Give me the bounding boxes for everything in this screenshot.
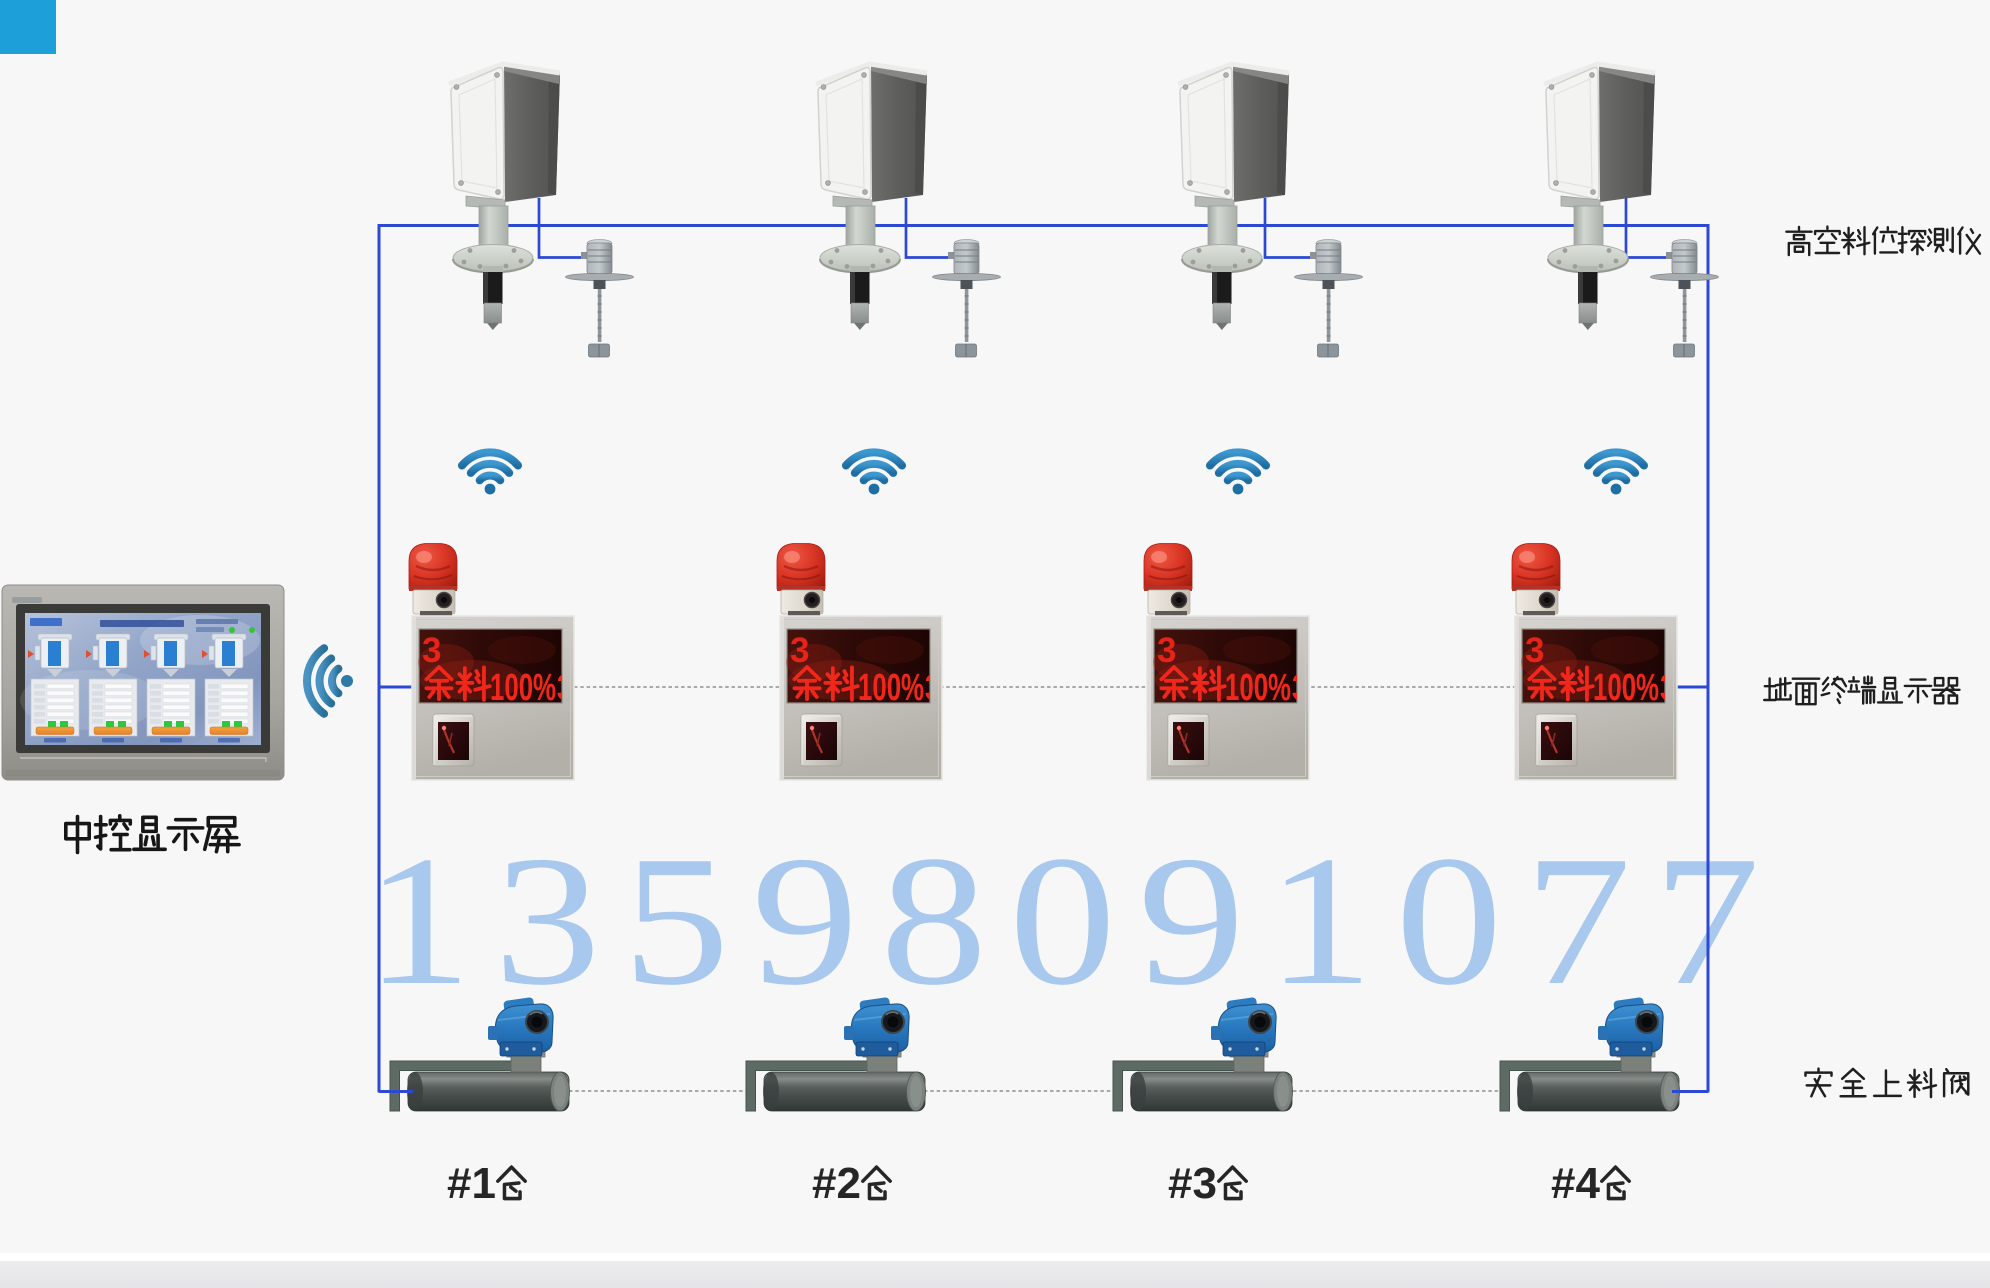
svg-text:#4: #4 xyxy=(1551,1159,1600,1208)
svg-text:#2: #2 xyxy=(812,1159,861,1208)
svg-text:3: 3 xyxy=(1292,667,1313,709)
svg-text:3: 3 xyxy=(1157,631,1176,670)
svg-text:100%: 100% xyxy=(1225,667,1291,709)
svg-text:100%: 100% xyxy=(858,667,924,709)
svg-text:3: 3 xyxy=(1525,631,1544,670)
svg-text:100%: 100% xyxy=(1593,667,1659,709)
svg-text:#3: #3 xyxy=(1168,1159,1217,1208)
svg-text:3: 3 xyxy=(422,631,441,670)
svg-text:100%: 100% xyxy=(490,667,556,709)
svg-text:3: 3 xyxy=(790,631,809,670)
svg-text:3: 3 xyxy=(925,667,946,709)
svg-text:3: 3 xyxy=(557,667,578,709)
svg-text:3: 3 xyxy=(1660,667,1681,709)
svg-text:#1: #1 xyxy=(447,1159,496,1208)
